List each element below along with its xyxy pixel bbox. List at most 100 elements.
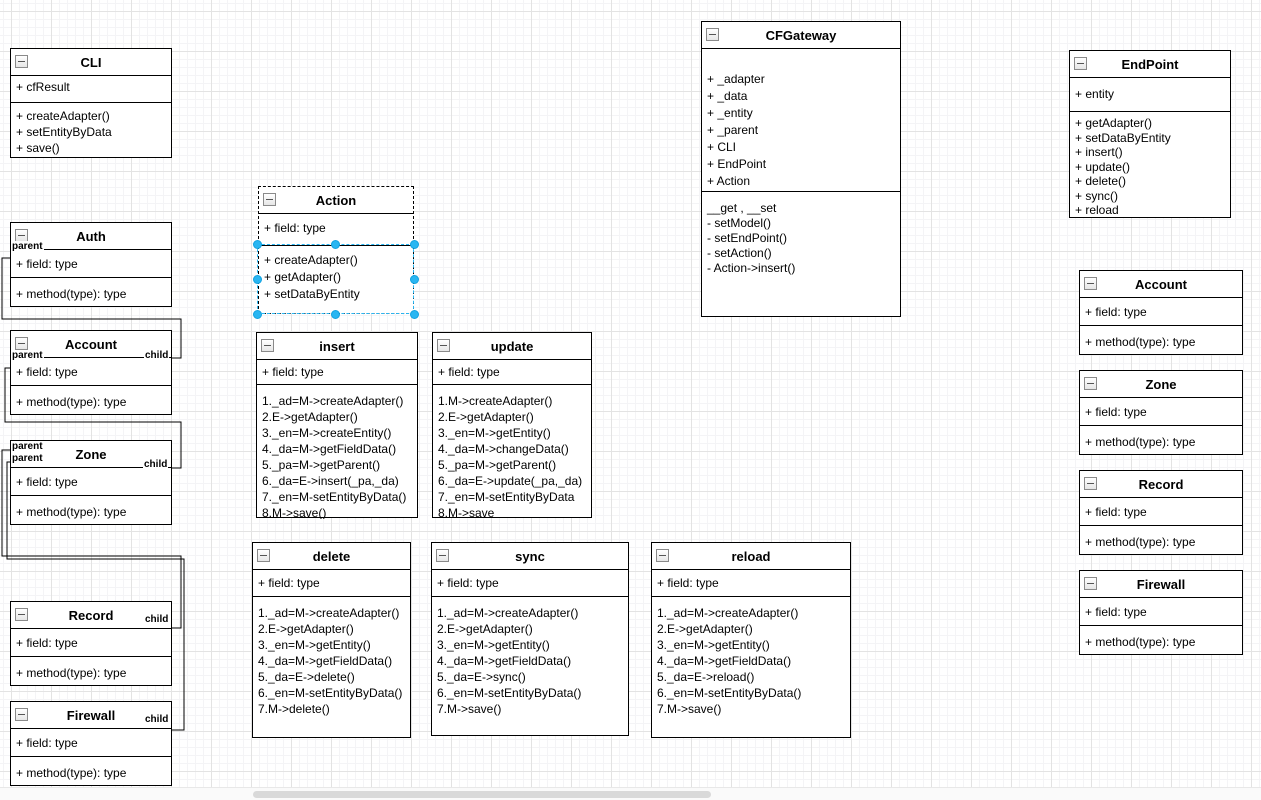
horizontal-scrollbar-thumb[interactable] bbox=[253, 791, 711, 798]
fields-compartment[interactable]: + field: type bbox=[11, 467, 171, 495]
class-account-right[interactable]: Account+ field: type+ method(type): type bbox=[1079, 270, 1243, 355]
methods-compartment[interactable]: + method(type): type bbox=[1080, 625, 1242, 656]
methods-compartment[interactable]: + method(type): type bbox=[1080, 525, 1242, 556]
collapse-toggle-icon[interactable] bbox=[436, 549, 449, 562]
methods-compartment[interactable]: __get , __set- setModel()- setEndPoint()… bbox=[702, 191, 900, 318]
selection-handle[interactable] bbox=[252, 239, 262, 249]
fields-compartment[interactable]: + entity bbox=[1070, 77, 1230, 111]
collapse-toggle-icon[interactable] bbox=[1074, 57, 1087, 70]
class-title-bar[interactable]: Firewall bbox=[1080, 571, 1242, 597]
class-title-bar[interactable]: Account bbox=[1080, 271, 1242, 297]
selection-handle[interactable] bbox=[331, 239, 340, 249]
class-record-left[interactable]: Record+ field: type+ method(type): type bbox=[10, 601, 172, 686]
class-auth[interactable]: Auth+ field: type+ method(type): type bbox=[10, 222, 172, 307]
collapse-toggle-icon[interactable] bbox=[15, 608, 28, 621]
class-title-bar[interactable]: insert bbox=[257, 333, 417, 359]
fields-compartment[interactable]: + cfResult bbox=[11, 75, 171, 102]
class-title-bar[interactable]: update bbox=[433, 333, 591, 359]
edge-label-account-child[interactable]: child bbox=[144, 350, 170, 362]
fields-compartment[interactable]: + field: type bbox=[1080, 397, 1242, 425]
collapse-toggle-icon[interactable] bbox=[257, 549, 270, 562]
edge-label-firewall-child[interactable]: child bbox=[144, 714, 170, 726]
class-account-left[interactable]: Account+ field: type+ method(type): type bbox=[10, 330, 172, 415]
fields-compartment[interactable]: + field: type bbox=[1080, 497, 1242, 525]
fields-compartment[interactable]: + field: type bbox=[257, 359, 417, 384]
edge-label-account-parent[interactable]: parent bbox=[11, 350, 44, 362]
edge-label-zone-child[interactable]: child bbox=[143, 459, 169, 471]
edge-zone-record[interactable] bbox=[1, 449, 182, 629]
methods-compartment[interactable]: + createAdapter()+ setEntityByData+ save… bbox=[11, 102, 171, 159]
fields-compartment[interactable]: + _adapter+ _data+ _entity+ _parent+ CLI… bbox=[702, 48, 900, 191]
methods-compartment[interactable]: + method(type): type bbox=[11, 756, 171, 787]
class-title-bar[interactable]: CFGateway bbox=[702, 22, 900, 48]
collapse-toggle-icon[interactable] bbox=[706, 28, 719, 41]
collapse-toggle-icon[interactable] bbox=[263, 193, 276, 206]
methods-compartment[interactable]: + method(type): type bbox=[11, 495, 171, 526]
collapse-toggle-icon[interactable] bbox=[656, 549, 669, 562]
fields-compartment[interactable]: + field: type bbox=[433, 359, 591, 384]
class-title-bar[interactable]: Auth bbox=[11, 223, 171, 249]
class-record-right[interactable]: Record+ field: type+ method(type): type bbox=[1079, 470, 1243, 555]
class-action[interactable]: Action+ field: type+ createAdapter()+ ge… bbox=[258, 186, 414, 314]
class-zone-right[interactable]: Zone+ field: type+ method(type): type bbox=[1079, 370, 1243, 455]
methods-compartment[interactable]: + createAdapter()+ getAdapter()+ setData… bbox=[259, 245, 413, 315]
methods-compartment[interactable]: 1._ad=M->createAdapter()2.E->getAdapter(… bbox=[253, 596, 410, 739]
methods-compartment[interactable]: 1._ad=M->createAdapter()2.E->getAdapter(… bbox=[257, 384, 417, 519]
class-title-bar[interactable]: reload bbox=[652, 543, 850, 569]
methods-compartment[interactable]: 1._ad=M->createAdapter()2.E->getAdapter(… bbox=[432, 596, 628, 737]
class-endpoint[interactable]: EndPoint+ entity+ getAdapter()+ setDataB… bbox=[1069, 50, 1231, 218]
methods-compartment[interactable]: + getAdapter()+ setDataByEntity+ insert(… bbox=[1070, 111, 1230, 219]
collapse-toggle-icon[interactable] bbox=[1084, 577, 1097, 590]
selection-handle[interactable] bbox=[252, 309, 262, 319]
class-title-bar[interactable]: Record bbox=[11, 602, 171, 628]
class-title-bar[interactable]: CLI bbox=[11, 49, 171, 75]
collapse-toggle-icon[interactable] bbox=[1084, 377, 1097, 390]
fields-compartment[interactable]: + field: type bbox=[11, 728, 171, 756]
methods-compartment[interactable]: + method(type): type bbox=[1080, 425, 1242, 456]
class-title-bar[interactable]: delete bbox=[253, 543, 410, 569]
selection-handle[interactable] bbox=[252, 274, 262, 284]
fields-compartment[interactable]: + field: type bbox=[11, 628, 171, 656]
edge-account-zone[interactable] bbox=[4, 367, 182, 469]
class-firewall-right[interactable]: Firewall+ field: type+ method(type): typ… bbox=[1079, 570, 1243, 655]
edge-label-zone-parent-2[interactable]: parent bbox=[11, 453, 44, 465]
edge-zone-firewall[interactable] bbox=[6, 461, 185, 731]
class-title-bar[interactable]: Account bbox=[11, 331, 171, 357]
class-title-bar[interactable]: EndPoint bbox=[1070, 51, 1230, 77]
edge-auth-account[interactable] bbox=[1, 257, 182, 359]
edge-label-zone-parent-1[interactable]: parent bbox=[11, 441, 44, 453]
fields-compartment[interactable]: + field: type bbox=[259, 213, 413, 245]
horizontal-scrollbar-track[interactable] bbox=[0, 787, 1261, 800]
selection-handle[interactable] bbox=[409, 309, 419, 319]
edge-label-auth-parent[interactable]: parent bbox=[11, 241, 44, 253]
selection-handle[interactable] bbox=[331, 309, 340, 319]
fields-compartment[interactable]: + field: type bbox=[11, 249, 171, 277]
fields-compartment[interactable]: + field: type bbox=[11, 357, 171, 385]
collapse-toggle-icon[interactable] bbox=[1084, 477, 1097, 490]
class-title-bar[interactable]: Record bbox=[1080, 471, 1242, 497]
edge-label-record-child[interactable]: child bbox=[144, 614, 170, 626]
class-cli[interactable]: CLI+ cfResult+ createAdapter()+ setEntit… bbox=[10, 48, 172, 158]
fields-compartment[interactable]: + field: type bbox=[253, 569, 410, 596]
class-title-bar[interactable]: sync bbox=[432, 543, 628, 569]
fields-compartment[interactable]: + field: type bbox=[1080, 597, 1242, 625]
collapse-toggle-icon[interactable] bbox=[1084, 277, 1097, 290]
selection-handle[interactable] bbox=[409, 239, 419, 249]
methods-compartment[interactable]: + method(type): type bbox=[11, 277, 171, 308]
selection-handle[interactable] bbox=[409, 274, 419, 284]
methods-compartment[interactable]: + method(type): type bbox=[1080, 325, 1242, 356]
collapse-toggle-icon[interactable] bbox=[15, 337, 28, 350]
methods-compartment[interactable]: + method(type): type bbox=[11, 385, 171, 416]
class-title-bar[interactable]: Action bbox=[259, 187, 413, 213]
methods-compartment[interactable]: 1._ad=M->createAdapter()2.E->getAdapter(… bbox=[652, 596, 850, 739]
class-cfgateway[interactable]: CFGateway+ _adapter+ _data+ _entity+ _pa… bbox=[701, 21, 901, 317]
methods-compartment[interactable]: + method(type): type bbox=[11, 656, 171, 687]
methods-compartment[interactable]: 1.M->createAdapter()2.E->getAdapter()3._… bbox=[433, 384, 591, 519]
collapse-toggle-icon[interactable] bbox=[261, 339, 274, 352]
collapse-toggle-icon[interactable] bbox=[15, 55, 28, 68]
